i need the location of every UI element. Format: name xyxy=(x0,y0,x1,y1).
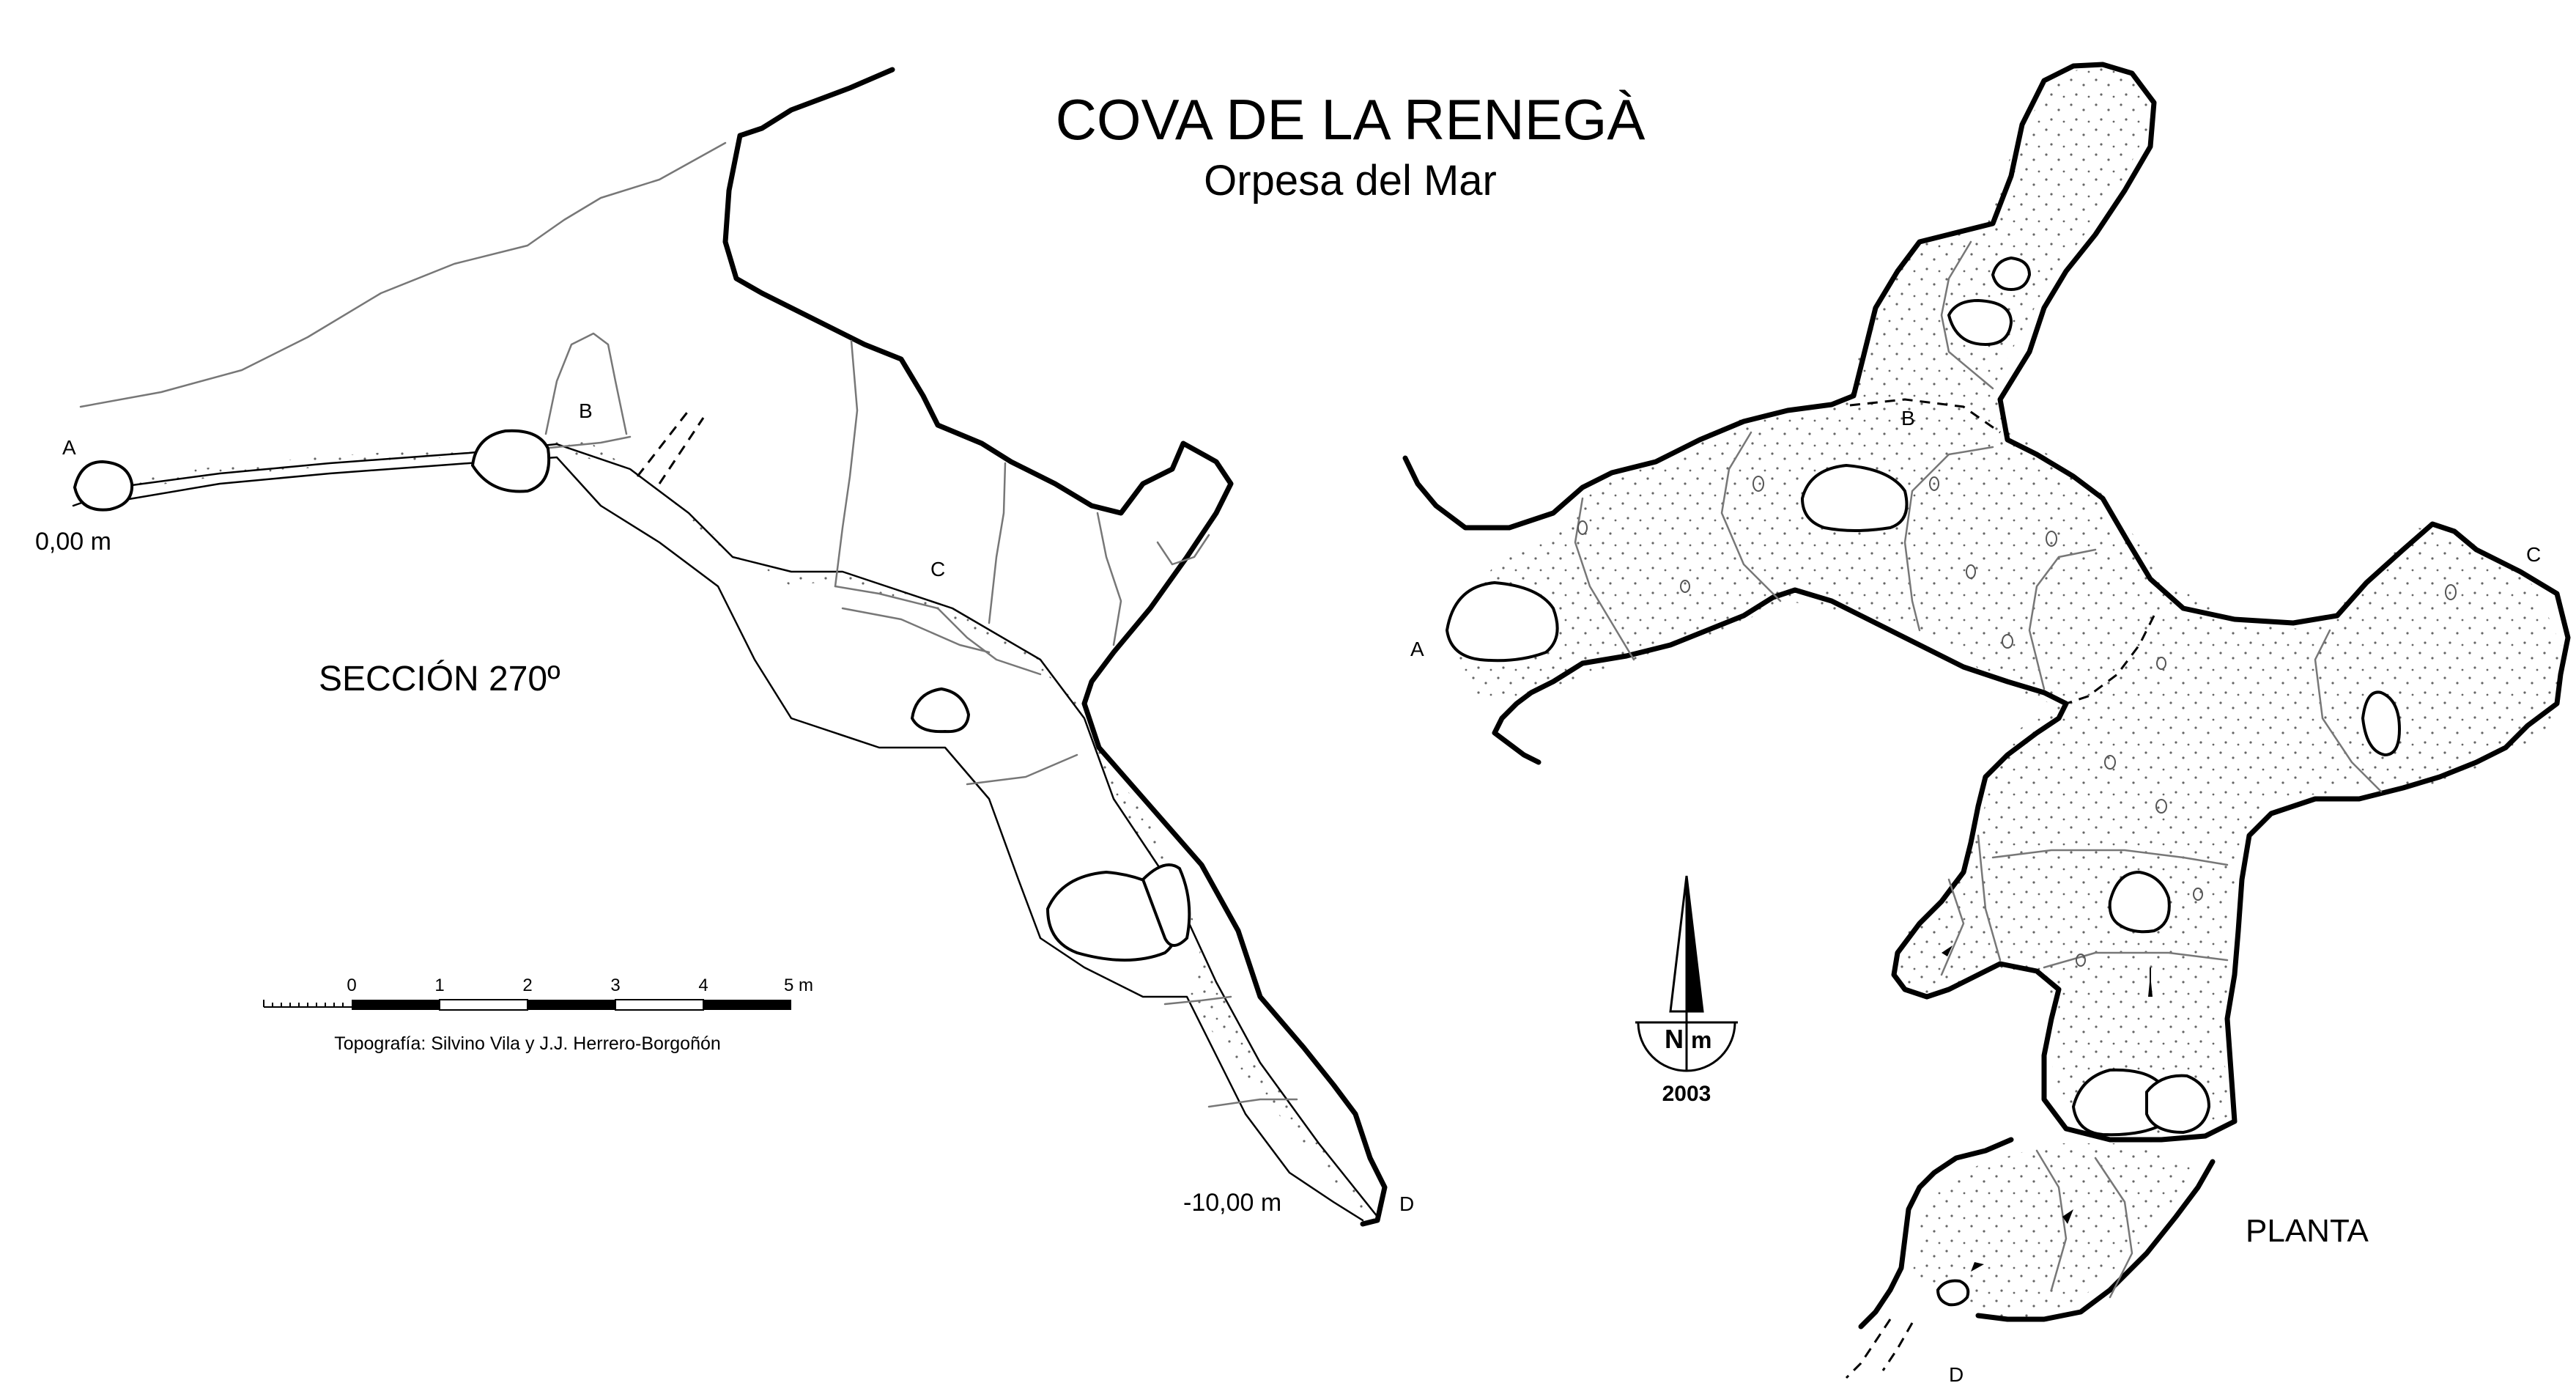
boulder xyxy=(470,429,551,493)
fracture-line xyxy=(834,339,859,588)
north-arrow-icon xyxy=(1635,875,1738,1072)
scale-tick-1: 1 xyxy=(434,976,444,995)
plan-boulder xyxy=(2145,1074,2211,1135)
boulder xyxy=(1141,863,1191,947)
plan-point-a: A xyxy=(1410,638,1424,660)
plan-wall-lower xyxy=(1858,1137,2014,1330)
scale-tick-4: 4 xyxy=(698,976,708,995)
plan-boulder xyxy=(2108,870,2171,934)
fracture-line xyxy=(1096,512,1122,646)
plan-view-label: PLANTA xyxy=(2246,1213,2369,1249)
section-internal-line xyxy=(841,607,991,654)
plan-dashed-b xyxy=(1849,398,2001,434)
passage-dashed xyxy=(636,410,705,484)
passage-b-floor xyxy=(541,435,632,450)
plan-internal-line xyxy=(1940,240,1994,390)
section-internal-line xyxy=(966,753,1078,786)
plan-boulder xyxy=(1445,580,1559,663)
plan-cave-fill-lower xyxy=(1912,1143,2198,1319)
section-depth-bottom: -10,00 m xyxy=(1183,1189,1281,1217)
scale-tick-3: 3 xyxy=(610,976,620,995)
section-depth-top: 0,00 m xyxy=(35,528,111,556)
plan-pebbles xyxy=(1577,476,2457,967)
plan-internal-line xyxy=(1991,849,2229,866)
plan-dashed-c xyxy=(2065,615,2155,705)
passage-b-outline xyxy=(544,332,628,435)
section-internal-line xyxy=(1207,1098,1298,1108)
scale-tick-0: 0 xyxy=(347,976,356,995)
north-arrow-letter-n: N xyxy=(1665,1024,1684,1054)
plan-wall-lower-right xyxy=(1975,1159,2216,1322)
map-subtitle: Orpesa del Mar xyxy=(1204,157,1497,204)
slope-arrow xyxy=(2062,1209,2073,1224)
scale-tick-2: 2 xyxy=(522,976,532,995)
plan-boulder xyxy=(1947,298,2013,347)
plan-internal-line xyxy=(2028,548,2097,690)
fracture-line xyxy=(988,462,1007,624)
plan-internal-line xyxy=(1940,878,1965,976)
surface-line xyxy=(79,141,727,408)
plan-internal-line xyxy=(1903,446,1994,632)
section-point-b: B xyxy=(579,399,593,422)
plan-internal-line xyxy=(2314,629,2383,793)
plan-boulder xyxy=(1800,463,1909,532)
survey-credits: Topografía: Silvino Vila y J.J. Herrero-… xyxy=(334,1033,721,1054)
section-point-d: D xyxy=(1399,1192,1414,1215)
scale-bar xyxy=(263,999,791,1011)
map-title: COVA DE LA RENEGÀ xyxy=(1056,87,1646,152)
section-internal-line xyxy=(834,585,1042,676)
scale-tick-5: 5 m xyxy=(784,976,813,995)
plan-point-d: D xyxy=(1949,1363,1964,1386)
north-arrow-year: 2003 xyxy=(1662,1082,1711,1106)
section-point-c: C xyxy=(930,558,945,580)
section-view-label: SECCIÓN 270º xyxy=(319,659,560,698)
plan-boulder xyxy=(1936,1279,1970,1307)
plan-internal-line xyxy=(1977,834,2002,962)
section-point-a: A xyxy=(62,436,76,459)
plan-point-c: C xyxy=(2526,543,2541,566)
section-internal-line xyxy=(1163,995,1232,1006)
section-rock-wall xyxy=(722,67,1388,1227)
plan-internal-line xyxy=(1720,431,1782,602)
boulder xyxy=(73,460,134,512)
boulder xyxy=(910,687,971,734)
plan-view xyxy=(1402,62,2571,1379)
plan-point-b: B xyxy=(1901,407,1915,429)
plan-boulder xyxy=(1991,256,2032,292)
plan-cave-fill xyxy=(1451,62,2564,1143)
plan-wall-upper xyxy=(1402,62,2571,1143)
slope-arrow xyxy=(1942,945,1953,956)
plan-internal-line xyxy=(2043,951,2229,969)
plan-internal-line xyxy=(2094,1157,2133,1299)
plan-internal-line xyxy=(2035,1149,2068,1291)
section-view xyxy=(72,67,1388,1227)
plan-dashed-d xyxy=(1845,1319,1914,1379)
slope-arrow xyxy=(1971,1262,1984,1272)
fracture-line xyxy=(1156,534,1210,566)
section-cave-outline-top xyxy=(72,443,1379,1218)
north-arrow-letter-m: m xyxy=(1691,1027,1711,1053)
plan-boulder xyxy=(2361,690,2402,757)
